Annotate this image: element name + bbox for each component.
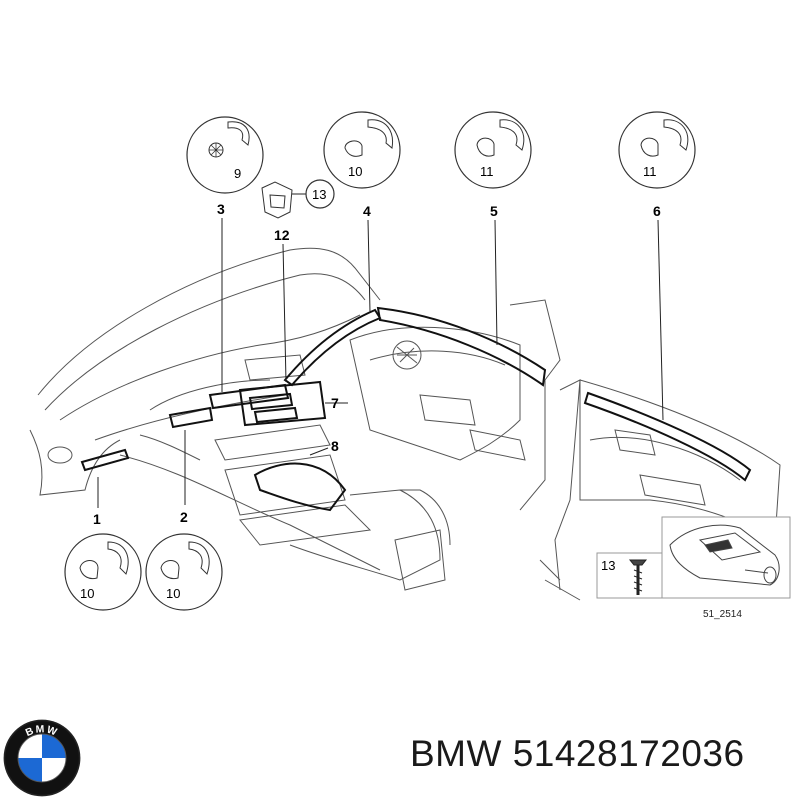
detail-circle-2: 10 — [145, 533, 223, 611]
detail-label-4: 10 — [348, 164, 362, 179]
detail-label-3: 9 — [234, 166, 241, 181]
trim-4 — [283, 308, 382, 387]
detail-label-1: 10 — [80, 586, 94, 601]
screw-icon — [628, 559, 648, 595]
trim-6 — [583, 391, 752, 482]
inset-screw-label: 13 — [601, 558, 615, 573]
clip-icon — [209, 143, 223, 157]
detail-circle-6: 11 — [618, 111, 696, 189]
detail-circles: 9 10 11 11 10 1 — [64, 111, 696, 611]
trim-7 — [238, 380, 327, 427]
svg-text:BMW: BMW — [24, 724, 59, 739]
trim-segment-icon — [107, 541, 129, 575]
inset-ref-code: 51_2514 — [703, 609, 742, 620]
car-thumbnail-icon — [669, 524, 780, 586]
bracket-icon — [261, 181, 293, 219]
callout-8: 8 — [331, 438, 339, 454]
logo-letters: BMW — [24, 724, 58, 739]
detail-label-2: 10 — [166, 586, 180, 601]
detail-circle-1: 10 — [64, 533, 142, 611]
detail-circle-3: 9 — [186, 116, 264, 194]
callout-12: 12 — [274, 227, 290, 243]
callout-1: 1 — [93, 511, 101, 527]
callout-3: 3 — [217, 201, 225, 217]
clip-icon — [476, 137, 495, 157]
clip-12-group — [261, 179, 335, 219]
callout-7: 7 — [331, 395, 339, 411]
clip-icon — [79, 560, 99, 580]
detail-circle-4: 10 — [323, 111, 401, 189]
clip-icon — [160, 560, 180, 580]
callout-5: 5 — [490, 203, 498, 219]
callout-labels: 1 2 3 4 5 6 7 8 12 13 — [93, 187, 661, 527]
leader-lines — [97, 193, 664, 508]
inset-panel: 13 51_2514 — [596, 516, 791, 620]
trim-segment-icon — [499, 119, 525, 151]
callout-6: 6 — [653, 203, 661, 219]
bmw-logo-icon: BMW — [3, 719, 81, 797]
detail-label-6: 11 — [643, 164, 657, 179]
callout-13: 13 — [312, 187, 326, 202]
detail-label-5: 11 — [480, 164, 494, 179]
clip-icon — [344, 140, 363, 157]
trim-segment-icon — [227, 121, 250, 146]
callout-2: 2 — [180, 509, 188, 525]
trim-8 — [253, 462, 347, 512]
trim-segment-icon — [367, 119, 394, 149]
trim-strips — [80, 306, 752, 512]
clip-icon — [640, 137, 659, 157]
trim-2 — [168, 406, 214, 429]
trim-segment-icon — [188, 541, 210, 575]
dashboard-outline — [29, 247, 781, 601]
trim-segment-icon — [663, 119, 689, 151]
detail-circle-5: 11 — [454, 111, 532, 189]
trim-5 — [376, 306, 547, 387]
callout-4: 4 — [363, 203, 371, 219]
part-number-caption: BMW 51428172036 — [410, 733, 745, 774]
trim-1 — [80, 448, 130, 472]
